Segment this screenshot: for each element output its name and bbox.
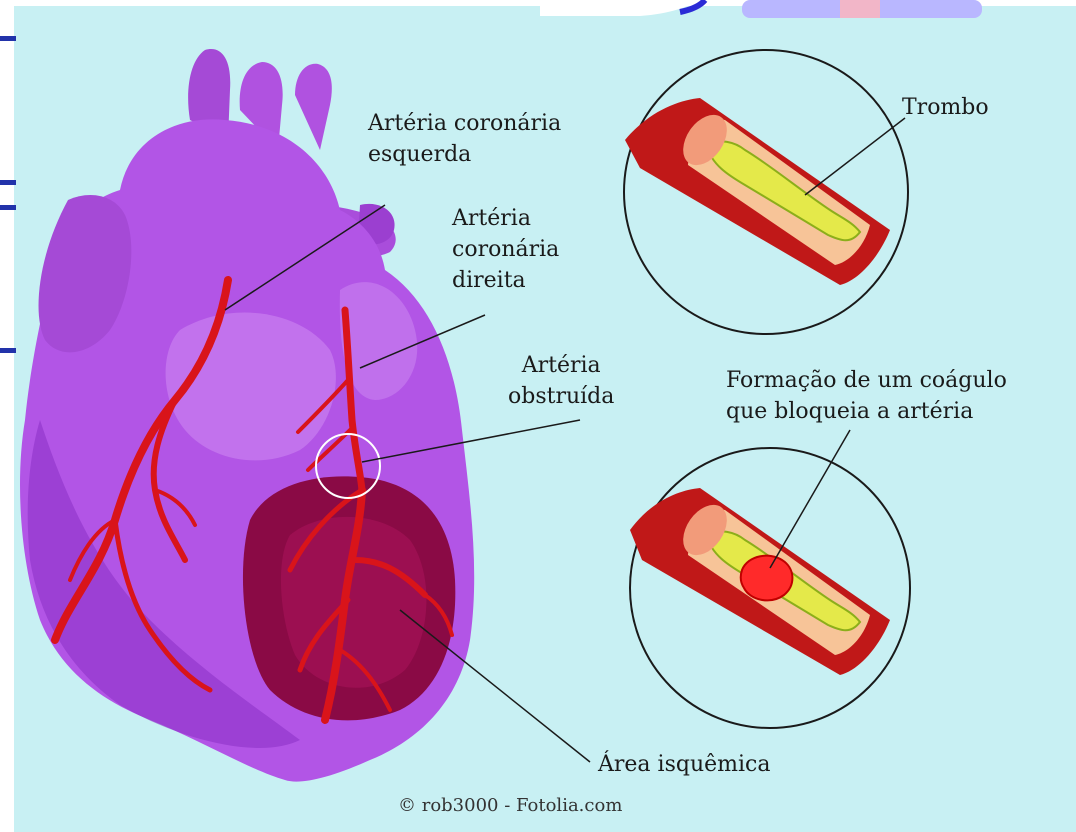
left-edge-mark [0, 36, 16, 41]
top-pink-block [840, 0, 880, 18]
left-edge-mark [0, 205, 16, 210]
label-arteria-coronaria-esquerda: Artéria coronária esquerda [368, 108, 561, 170]
label-line: direita [452, 265, 559, 296]
label-arteria-coronaria-direita: Artéria coronária direita [452, 203, 559, 296]
label-line: Formação de um coágulo [726, 365, 1007, 396]
label-area-isquemica: Área isquêmica [598, 749, 770, 780]
label-arteria-obstruida: Artéria obstruída [508, 350, 614, 412]
left-edge-mark [0, 180, 16, 185]
label-line: coronária [452, 234, 559, 265]
clot [741, 556, 793, 601]
label-line: esquerda [368, 139, 561, 170]
label-trombo: Trombo [902, 92, 989, 123]
artery-cross-section-thrombus [624, 50, 908, 334]
label-line: Artéria [508, 350, 614, 381]
artery-cross-section-clot [630, 448, 910, 728]
label-line: obstruída [508, 381, 614, 412]
label-line: Artéria coronária [368, 108, 561, 139]
label-line: que bloqueia a artéria [726, 396, 1007, 427]
label-line: Artéria [452, 203, 559, 234]
left-edge-mark [0, 348, 16, 353]
label-formacao-coagulo: Formação de um coágulo que bloqueia a ar… [726, 365, 1007, 427]
image-credit: © rob3000 - Fotolia.com [398, 790, 622, 821]
